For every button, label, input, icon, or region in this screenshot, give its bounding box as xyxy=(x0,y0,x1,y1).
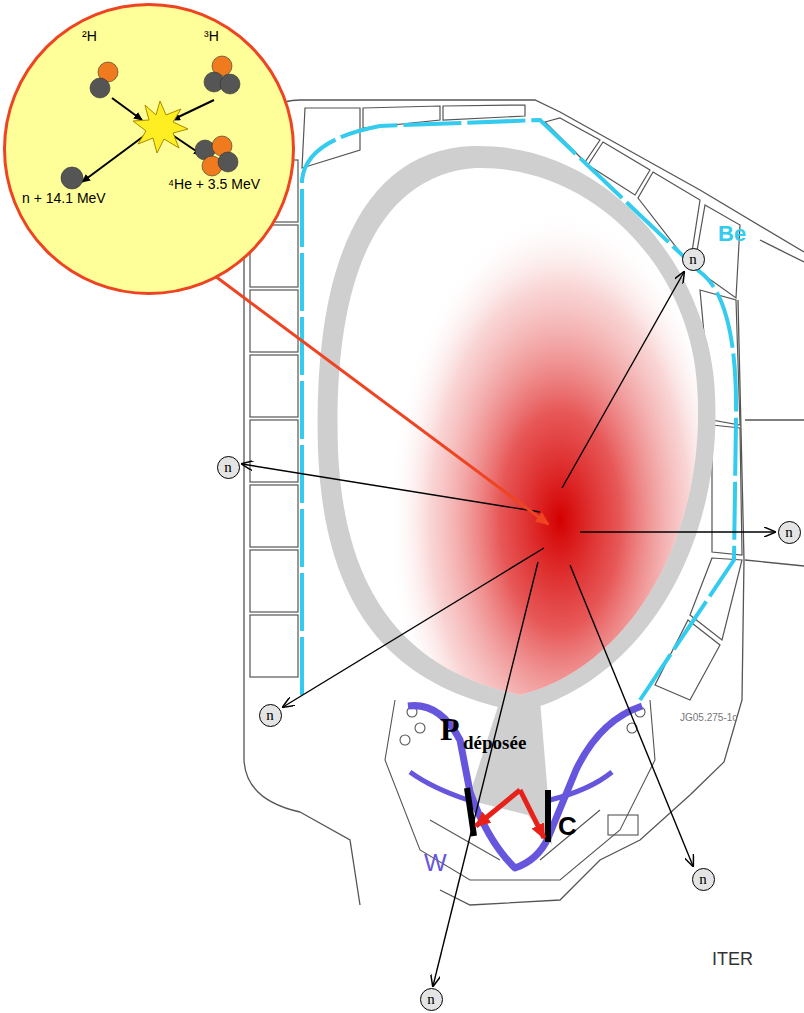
reaction-text: ²H xyxy=(82,28,97,44)
nucleon xyxy=(220,74,240,94)
material-label: C xyxy=(558,812,577,841)
material-label: Be xyxy=(718,222,746,246)
reaction-inset: ²H ³H n + 14.1 MeV ⁴He + 3.5 MeV xyxy=(3,3,295,295)
reaction-text: n + 14.1 MeV xyxy=(22,190,106,206)
neutron-circle: n xyxy=(217,456,240,479)
reaction-text: ⁴He + 3.5 MeV xyxy=(168,176,260,192)
device-name: ITER xyxy=(712,950,753,970)
neutron-symbol: n xyxy=(699,872,707,887)
neutron-symbol: n xyxy=(785,525,793,540)
reaction-drawing xyxy=(3,3,295,295)
neutron-symbol: n xyxy=(224,460,232,475)
power-subscript: déposée xyxy=(463,733,526,754)
neutron-symbol: n xyxy=(689,252,697,267)
nucleon xyxy=(218,152,238,172)
neutron-symbol: n xyxy=(427,992,435,1007)
neutron-circle: n xyxy=(778,521,801,544)
nucleon xyxy=(90,78,110,98)
figure-id: JG05.275-1c xyxy=(680,712,737,723)
fusion-star xyxy=(133,101,188,153)
reaction-text: ³H xyxy=(204,28,219,44)
power-symbol: P xyxy=(440,712,460,747)
material-label: W xyxy=(424,850,447,876)
nucleon xyxy=(61,167,83,189)
neutron-symbol: n xyxy=(266,708,274,723)
neutron-circle: n xyxy=(420,988,443,1011)
neutron-circle: n xyxy=(259,704,282,727)
neutron-circle: n xyxy=(692,868,715,891)
reaction-arrow xyxy=(112,98,142,120)
neutron-circle: n xyxy=(682,248,705,271)
